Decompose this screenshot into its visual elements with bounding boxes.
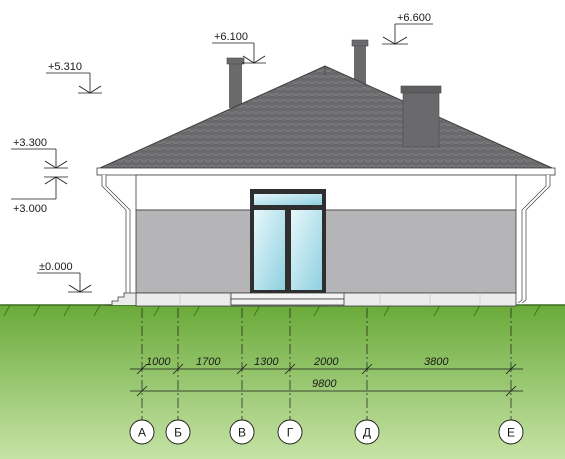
svg-text:+6.100: +6.100 xyxy=(214,31,248,43)
dimension-chain xyxy=(130,363,523,397)
elevation-mark-eave-top: +3.300 xyxy=(11,137,68,169)
svg-text:Д: Д xyxy=(363,426,371,440)
dim-segment-1: 1000 xyxy=(146,356,171,368)
svg-text:А: А xyxy=(138,426,146,440)
svg-text:±0.000: ±0.000 xyxy=(39,261,73,273)
elevation-mark-ridge: +6.600 xyxy=(382,12,433,45)
elevation-mark-ground: ±0.000 xyxy=(37,261,92,293)
dim-segment-2: 1700 xyxy=(196,356,221,368)
axis-bubble-e: Е xyxy=(498,419,524,445)
chimney-left xyxy=(229,64,242,108)
chimney-ridge xyxy=(354,45,366,85)
chimney-right xyxy=(402,91,440,148)
ground-hatch xyxy=(3,304,541,317)
svg-text:+3.300: +3.300 xyxy=(13,137,47,149)
svg-text:Е: Е xyxy=(507,426,515,440)
fascia xyxy=(96,167,556,176)
svg-text:Б: Б xyxy=(174,426,182,440)
door-leaf-right xyxy=(291,210,322,290)
dim-total: 9800 xyxy=(312,378,337,390)
axis-bubble-v: В xyxy=(229,419,255,445)
svg-text:Г: Г xyxy=(287,426,294,440)
roof xyxy=(99,65,553,169)
dim-segment-5: 3800 xyxy=(424,356,449,368)
side-steps xyxy=(104,292,137,306)
axis-bubble-d: Д xyxy=(354,419,380,445)
downpipe-right xyxy=(518,175,550,305)
entrance-step-2 xyxy=(230,298,345,306)
elevation-mark-chimney: +6.100 xyxy=(212,31,266,64)
entrance-step-1 xyxy=(230,292,345,300)
elevation-mark-eave-bottom: +3.000 xyxy=(11,176,68,215)
chimney-ridge-cap xyxy=(351,39,369,47)
elevation-mark-roof-mid: +5.310 xyxy=(46,61,102,94)
chimney-left-cap xyxy=(226,57,245,65)
dim-segment-3: 1300 xyxy=(254,356,279,368)
door-transom-glass xyxy=(254,194,322,205)
axis-bubble-g: Г xyxy=(277,419,303,445)
dim-segment-4: 2000 xyxy=(313,356,339,368)
svg-text:+3.000: +3.000 xyxy=(13,203,47,215)
chimney-right-cap xyxy=(400,85,442,94)
downpipe-left xyxy=(102,175,134,305)
svg-text:+6.600: +6.600 xyxy=(397,12,431,24)
door-leaf-left xyxy=(254,210,285,290)
axis-bubble-a: А xyxy=(129,419,155,445)
svg-text:+5.310: +5.310 xyxy=(48,61,82,73)
axis-bubble-b: Б xyxy=(165,419,191,445)
axis-lines xyxy=(141,308,512,420)
svg-text:В: В xyxy=(238,426,246,440)
